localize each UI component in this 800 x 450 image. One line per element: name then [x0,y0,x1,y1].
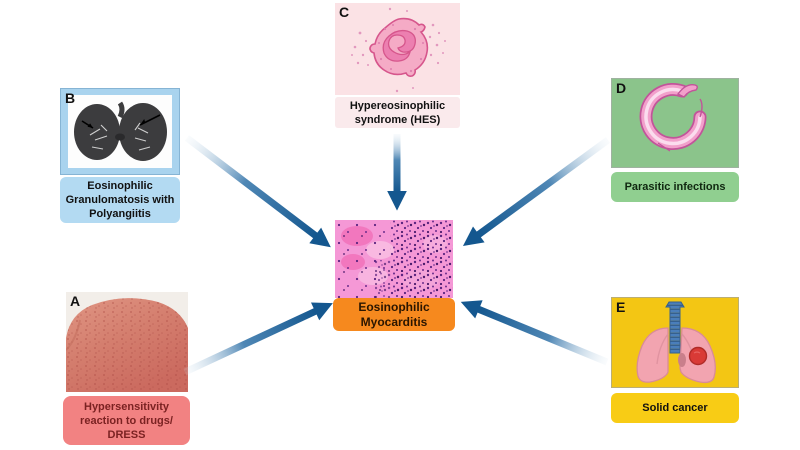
lungs-with-tumor-icon [636,301,716,384]
panel-b-label: Eosinophilic Granulomatosis with Polyang… [60,177,180,223]
center-label: Eosinophilic Myocarditis [333,298,455,331]
skin-rash-photo: A [66,292,188,392]
panel-d-label: Parasitic infections [611,172,739,202]
parasitic-worm-icon [639,82,707,152]
panel-e-image: E [611,297,739,388]
panel-e-letter: E [616,299,626,315]
panel-c-label: Hypereosinophilic syndrome (HES) [335,97,460,128]
chest-ct-scan-icon [74,101,167,161]
histology-icon [335,220,453,298]
arrow-e-to-center [460,300,609,366]
panel-b-image-frame: B [60,88,180,175]
cardiac-biopsy-histology-image [335,220,453,298]
panel-c-image: C [335,3,460,95]
arrow-d-to-center [462,137,611,246]
arrow-a-to-center [183,302,333,376]
panel-b-letter: B [65,90,76,106]
panel-a-letter: A [70,293,81,309]
panel-c-letter: C [339,4,350,20]
skin-rash-back-icon [66,292,188,392]
chest-ct-scan-image [68,95,172,168]
arrow-b-to-center [184,135,331,248]
panel-d-letter: D [616,80,627,96]
eosinophil-cell-icon [351,7,446,93]
panel-a-label: Hypersensitivity reaction to drugs/ DRES… [63,396,190,445]
panel-d-image: D [611,78,739,168]
panel-e-label: Solid cancer [611,393,739,423]
